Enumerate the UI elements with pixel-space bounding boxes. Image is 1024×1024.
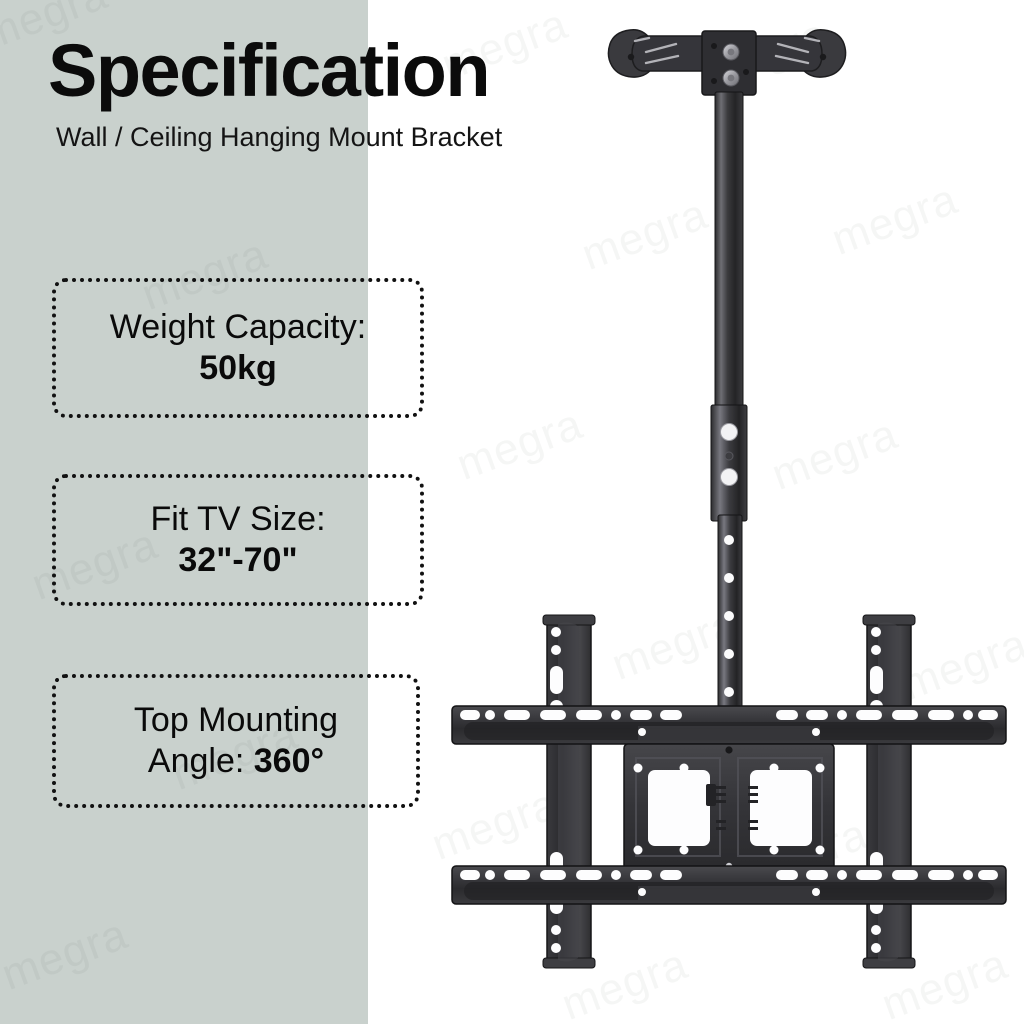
spec-card-top-mounting-angle: Top Mounting Angle: 360° [52, 674, 420, 808]
spec-value-weight-capacity: 50kg [199, 349, 277, 387]
spec-card-weight-capacity: Weight Capacity: 50kg [52, 278, 424, 418]
ceiling-center-plate [701, 30, 757, 96]
telescoping-pole [710, 91, 748, 716]
ceiling-mount-assembly [607, 29, 847, 96]
spec-label-weight-capacity: Weight Capacity: [109, 307, 367, 346]
rail-slots-left [460, 870, 621, 880]
spec-card-fit-tv-size: Fit TV Size: 32"-70" [52, 474, 424, 606]
vesa-arm-right [862, 614, 916, 969]
center-tilt-plate [623, 743, 835, 871]
left-background-panel [0, 0, 368, 1024]
horizontal-rail-bottom [451, 865, 1007, 905]
rail-slots-left [460, 710, 621, 720]
horizontal-rail-top [451, 705, 1007, 745]
spec-value-top-mounting-angle: 360° [253, 742, 325, 780]
page-title: Specification [48, 29, 491, 112]
spec-label-top-mounting-angle: Top Mounting [133, 700, 339, 739]
spec-value-fit-tv-size: 32"-70" [178, 541, 298, 579]
spec-value-prefix-top-mounting-angle: Angle: [147, 742, 254, 780]
rail-slots-right [837, 870, 998, 880]
plate-tab-left [706, 784, 726, 830]
pole-adjustment-holes [724, 535, 734, 697]
plate-tab-right [748, 786, 758, 830]
vesa-arm-left [542, 614, 596, 969]
ceiling-wing-left [607, 29, 721, 78]
product-illustration [430, 0, 1024, 1024]
spec-value-row-top-mounting-angle: Angle: 360° [148, 741, 324, 782]
rail-slots-right [837, 710, 998, 720]
ceiling-bolt-upper [722, 43, 740, 61]
page-subtitle: Wall / Ceiling Hanging Mount Bracket [56, 122, 503, 152]
header-block: Specification Wall / Ceiling Hanging Mou… [48, 34, 768, 151]
plate-corner-holes [633, 763, 825, 855]
spec-label-fit-tv-size: Fit TV Size: [150, 499, 326, 538]
ceiling-bolt-lower [722, 69, 740, 87]
pole-adjust-bolt [720, 468, 738, 486]
pole-adjust-bolt [720, 423, 738, 441]
